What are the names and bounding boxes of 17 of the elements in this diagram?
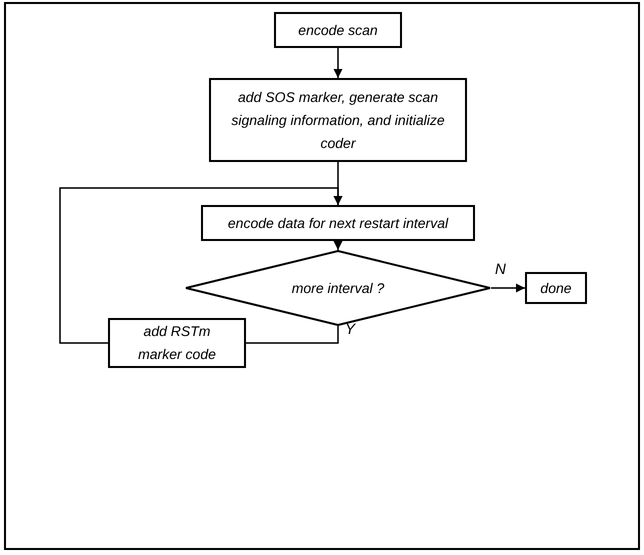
node-text: encode scan — [298, 20, 378, 40]
process-box — [274, 12, 402, 48]
node-text: encode data for next restart interval — [228, 214, 448, 232]
process-box — [108, 318, 246, 368]
process-box — [201, 205, 475, 241]
arrow — [334, 241, 342, 250]
edge-label: Y — [344, 322, 356, 337]
arrow — [491, 284, 525, 292]
node-text: add SOS marker, generate scan signaling information, and initialize coder — [230, 88, 446, 152]
edge-label: N — [494, 262, 507, 277]
process-box — [525, 272, 587, 304]
node-text: done — [540, 278, 572, 298]
process-box — [209, 78, 467, 162]
arrow — [334, 48, 342, 78]
node-text: more interval ? — [292, 278, 384, 298]
arrow — [59, 187, 342, 344]
node-text: add RSTm marker code — [137, 322, 217, 364]
